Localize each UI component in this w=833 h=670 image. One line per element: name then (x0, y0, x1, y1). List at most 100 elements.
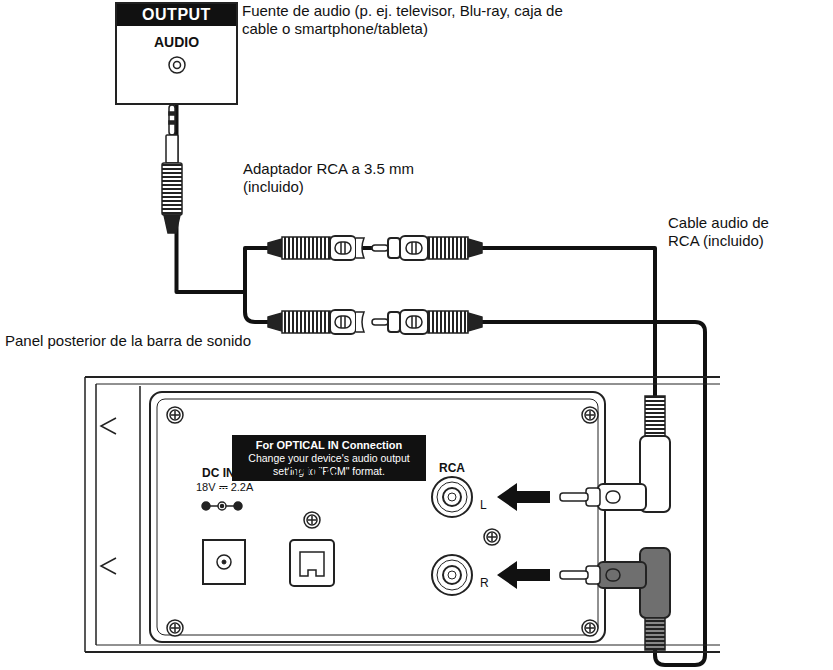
rca-connector-pair (372, 319, 388, 325)
rca-connector-pair (428, 311, 468, 333)
port-name: RCA (439, 461, 465, 475)
polarity-symbol (202, 502, 242, 510)
rca-connector-pair (268, 239, 282, 257)
rca-connector-pair (330, 310, 356, 334)
part-name: Adaptador RCA a 3.5 mm (incluido) (243, 160, 428, 196)
mini-jack-plug (164, 215, 180, 233)
optical-port (300, 552, 324, 576)
port-name: AUDIO (117, 34, 236, 50)
rca-connector-pair (372, 245, 388, 251)
rca-jack (443, 566, 461, 584)
rca-connector-pair (268, 313, 282, 331)
screw (484, 529, 500, 545)
rca-connector-pair (356, 312, 364, 332)
screw (582, 620, 598, 636)
insert-arrow (497, 483, 550, 589)
soundbar-housing (150, 392, 605, 642)
rca-plug-left (606, 491, 620, 503)
screw (484, 529, 500, 545)
audio-jack (173, 62, 180, 69)
rca-connector-pair (335, 316, 351, 328)
rca-plug-right (606, 569, 620, 581)
polarity-symbol (234, 502, 242, 510)
audio-jack (166, 54, 188, 76)
header-text: OUTPUT (117, 4, 236, 26)
screw (171, 624, 179, 632)
mini-jack-plug (169, 121, 175, 124)
port-name: OPTICAL (287, 466, 340, 480)
screw (582, 407, 598, 423)
rca-connector-pair (341, 242, 345, 254)
soundbar-housing (85, 377, 140, 652)
screw (170, 623, 180, 633)
audio-cable (653, 377, 657, 396)
dc-in-jack (203, 540, 245, 584)
screw (586, 624, 594, 632)
rca-plug-right (560, 548, 670, 650)
audio-cable (245, 292, 270, 322)
screw (585, 410, 595, 420)
screw (488, 533, 496, 541)
rca-plug-left (560, 493, 588, 501)
rca-plug-right (560, 571, 588, 579)
rca-jack (432, 477, 472, 595)
rca-connector-pair (341, 316, 345, 328)
screw (171, 411, 179, 419)
part-name: Cable audio de RCA (incluido) (668, 214, 796, 250)
note-heading: For OPTICAL IN Connection (237, 439, 421, 452)
rca-connector-pair (468, 313, 482, 331)
rca-connector-pair (330, 236, 356, 260)
rca-plug-left (598, 484, 646, 510)
screw (304, 512, 320, 528)
panel-heading: Panel posterior de la barra de sonido (5, 332, 251, 349)
rca-jack (443, 488, 461, 506)
polarity-symbol (221, 505, 224, 508)
soundbar-housing (85, 377, 720, 652)
channel-name: L (480, 498, 487, 512)
rca-connector-pair (400, 236, 428, 260)
optical-port (290, 540, 334, 586)
screw (582, 620, 598, 636)
rca-connector-pair (282, 237, 330, 259)
screw (170, 410, 180, 420)
rca-connector-pair (356, 238, 364, 258)
screw (582, 407, 598, 423)
rca-connector-pair (468, 239, 482, 257)
screw (304, 512, 320, 528)
audio-source-box: OUTPUT AUDIO (115, 2, 238, 105)
screw (307, 515, 317, 525)
dc-in-jack (217, 555, 231, 569)
rca-plug-right (645, 618, 665, 650)
mini-jack-plug (166, 135, 178, 163)
screw (167, 407, 183, 423)
audio-jack (169, 57, 185, 73)
port-name: DC IN (202, 466, 235, 480)
soundbar-housing (157, 399, 598, 635)
rca-connector-pair (335, 242, 351, 254)
mini-jack-plug (169, 105, 175, 135)
channel-name: R (480, 576, 489, 590)
polarity-symbol (210, 505, 234, 507)
rca-connector-pair (268, 310, 482, 334)
screw (487, 532, 497, 542)
screw (167, 407, 183, 423)
screw (308, 516, 316, 524)
rca-connector-pair (388, 238, 400, 258)
mini-jack-plug (169, 112, 175, 115)
rca-connector-pair (406, 316, 422, 328)
soundbar-housing (101, 418, 116, 574)
rca-jack (432, 555, 472, 595)
dc-in-jack (203, 540, 245, 584)
mini-jack-plug (162, 163, 182, 215)
soundbar-back-panel: Panel posterior de la barra de sonidoFor… (85, 377, 720, 652)
rca-connector-pair (412, 316, 416, 328)
rca-connector-pair (400, 310, 428, 334)
rca-jack (448, 493, 456, 501)
rca-jack (448, 571, 456, 579)
rca-connector-pair (268, 236, 482, 260)
mini-jack-plug (162, 105, 182, 233)
dc-in-jack (222, 560, 226, 564)
screw (586, 411, 594, 419)
polarity-symbol (202, 502, 210, 510)
